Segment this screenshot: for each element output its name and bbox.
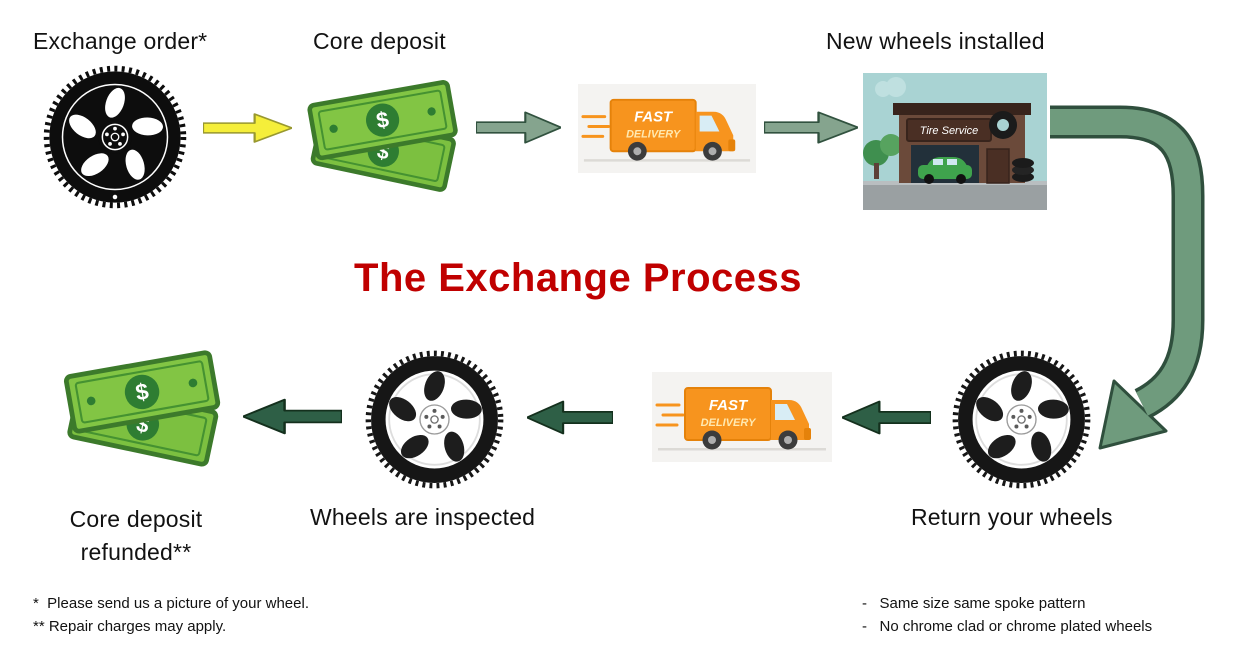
return-delivery-truck-icon [652, 372, 832, 462]
footnote-left: * Please send us a picture of your wheel… [33, 592, 309, 638]
return-your-wheels-label: Return your wheels [911, 504, 1113, 530]
return-wheel-icon [949, 347, 1094, 492]
arrow-core-deposit-to-shipping-icon [476, 109, 561, 146]
tire-service-sign-text: Tire Service [920, 125, 979, 137]
core-deposit-money-icon [296, 72, 471, 201]
arrow-inspection-to-refund-icon [243, 396, 342, 437]
footnote-same-size: - Same size same spoke pattern [862, 595, 1086, 612]
exchange-order-label: Exchange order* [33, 28, 208, 54]
wheels-inspected-label: Wheels are inspected [310, 504, 536, 530]
core-deposit-label: Core deposit [313, 28, 446, 54]
core-deposit-refunded-label: Core deposit refunded** [30, 503, 242, 569]
footnote-repair-charges: ** Repair charges may apply. [33, 618, 227, 635]
refund-money-icon [52, 342, 234, 476]
diagram-title: The Exchange Process [354, 256, 802, 300]
arrow-shipping-to-install-icon [764, 109, 858, 146]
arrow-return-to-shipping-icon [842, 398, 931, 437]
footnote-no-chrome: - No chrome clad or chrome plated wheels [862, 618, 1153, 635]
delivery-truck-icon [578, 84, 756, 173]
footnote-right: - Same size same spoke pattern - No chro… [862, 592, 1152, 638]
black-wheel-icon [40, 62, 190, 212]
inspected-wheel-icon [362, 347, 507, 492]
footnote-picture-of-wheel: * Please send us a picture of your wheel… [33, 595, 309, 612]
arrow-shipping-to-inspection-icon [527, 398, 613, 437]
core-deposit-refunded-line2: refunded** [80, 539, 192, 565]
new-wheels-installed-label: New wheels installed [826, 28, 1045, 54]
tire-shop-icon: Tire Service [863, 73, 1047, 210]
arrow-exchange-to-core-deposit-icon [203, 111, 292, 145]
core-deposit-refunded-line1: Core deposit [69, 506, 203, 532]
